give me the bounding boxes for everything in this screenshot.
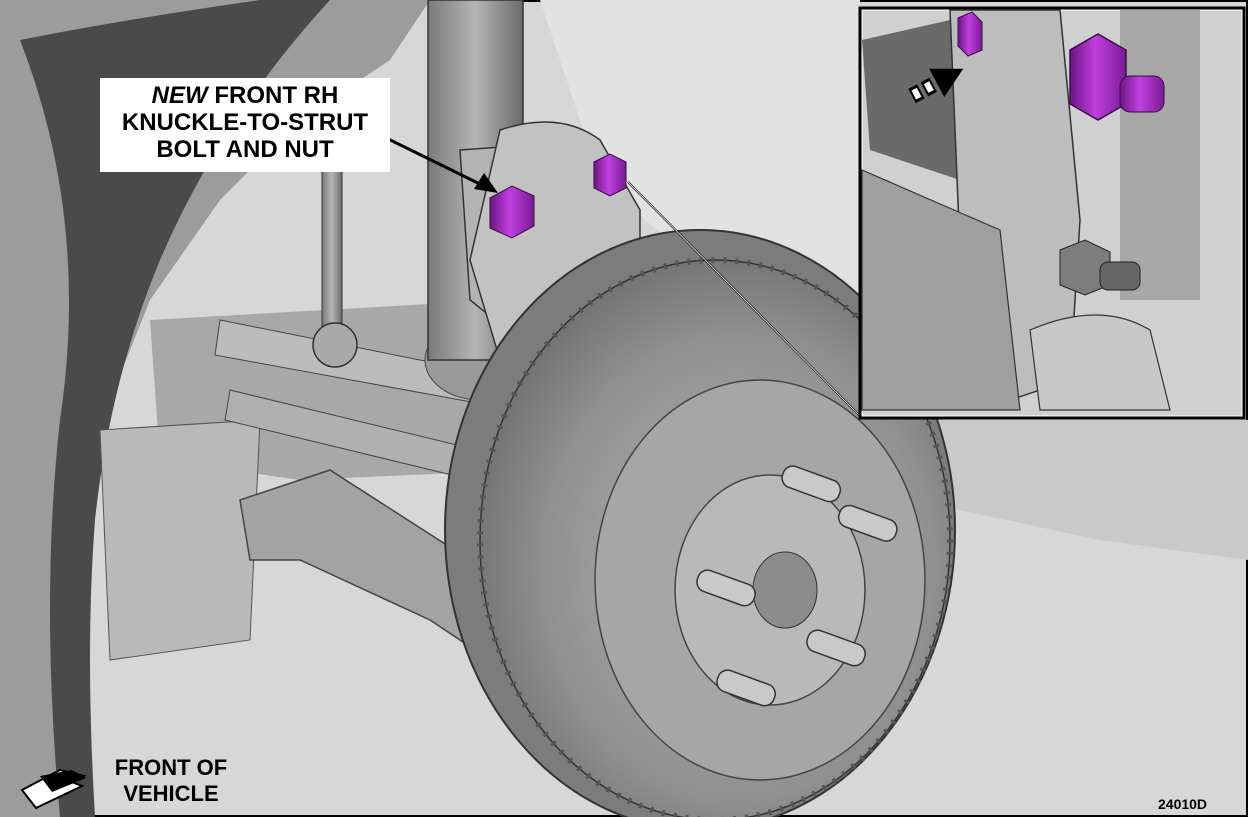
- callout-label: NEW FRONT RH KNUCKLE-TO-STRUT BOLT AND N…: [100, 78, 390, 172]
- front-of-vehicle-label: FRONT OF VEHICLE: [96, 755, 246, 807]
- front-of-vehicle-arrow-icon: [20, 768, 87, 810]
- wheel-studs: [696, 465, 898, 707]
- callout-line2: KNUCKLE-TO-STRUT: [121, 109, 369, 136]
- stabilizer-link: [312, 149, 358, 368]
- callout-emphasis: NEW: [151, 82, 208, 109]
- knuckle-bolt-main: [489, 185, 535, 239]
- inset-detail: [858, 6, 1246, 420]
- direction-arrow-icon: [908, 68, 964, 104]
- knuckle-nut-main: [593, 153, 627, 197]
- front-label-line1: FRONT OF: [114, 755, 228, 780]
- callout-line3: BOLT AND NUT: [156, 136, 334, 163]
- brake-rotor: [444, 229, 956, 817]
- callout-line1: FRONT RH: [207, 82, 339, 109]
- front-label-line2: VEHICLE: [123, 781, 219, 806]
- figure-id: 24010D: [1158, 796, 1208, 812]
